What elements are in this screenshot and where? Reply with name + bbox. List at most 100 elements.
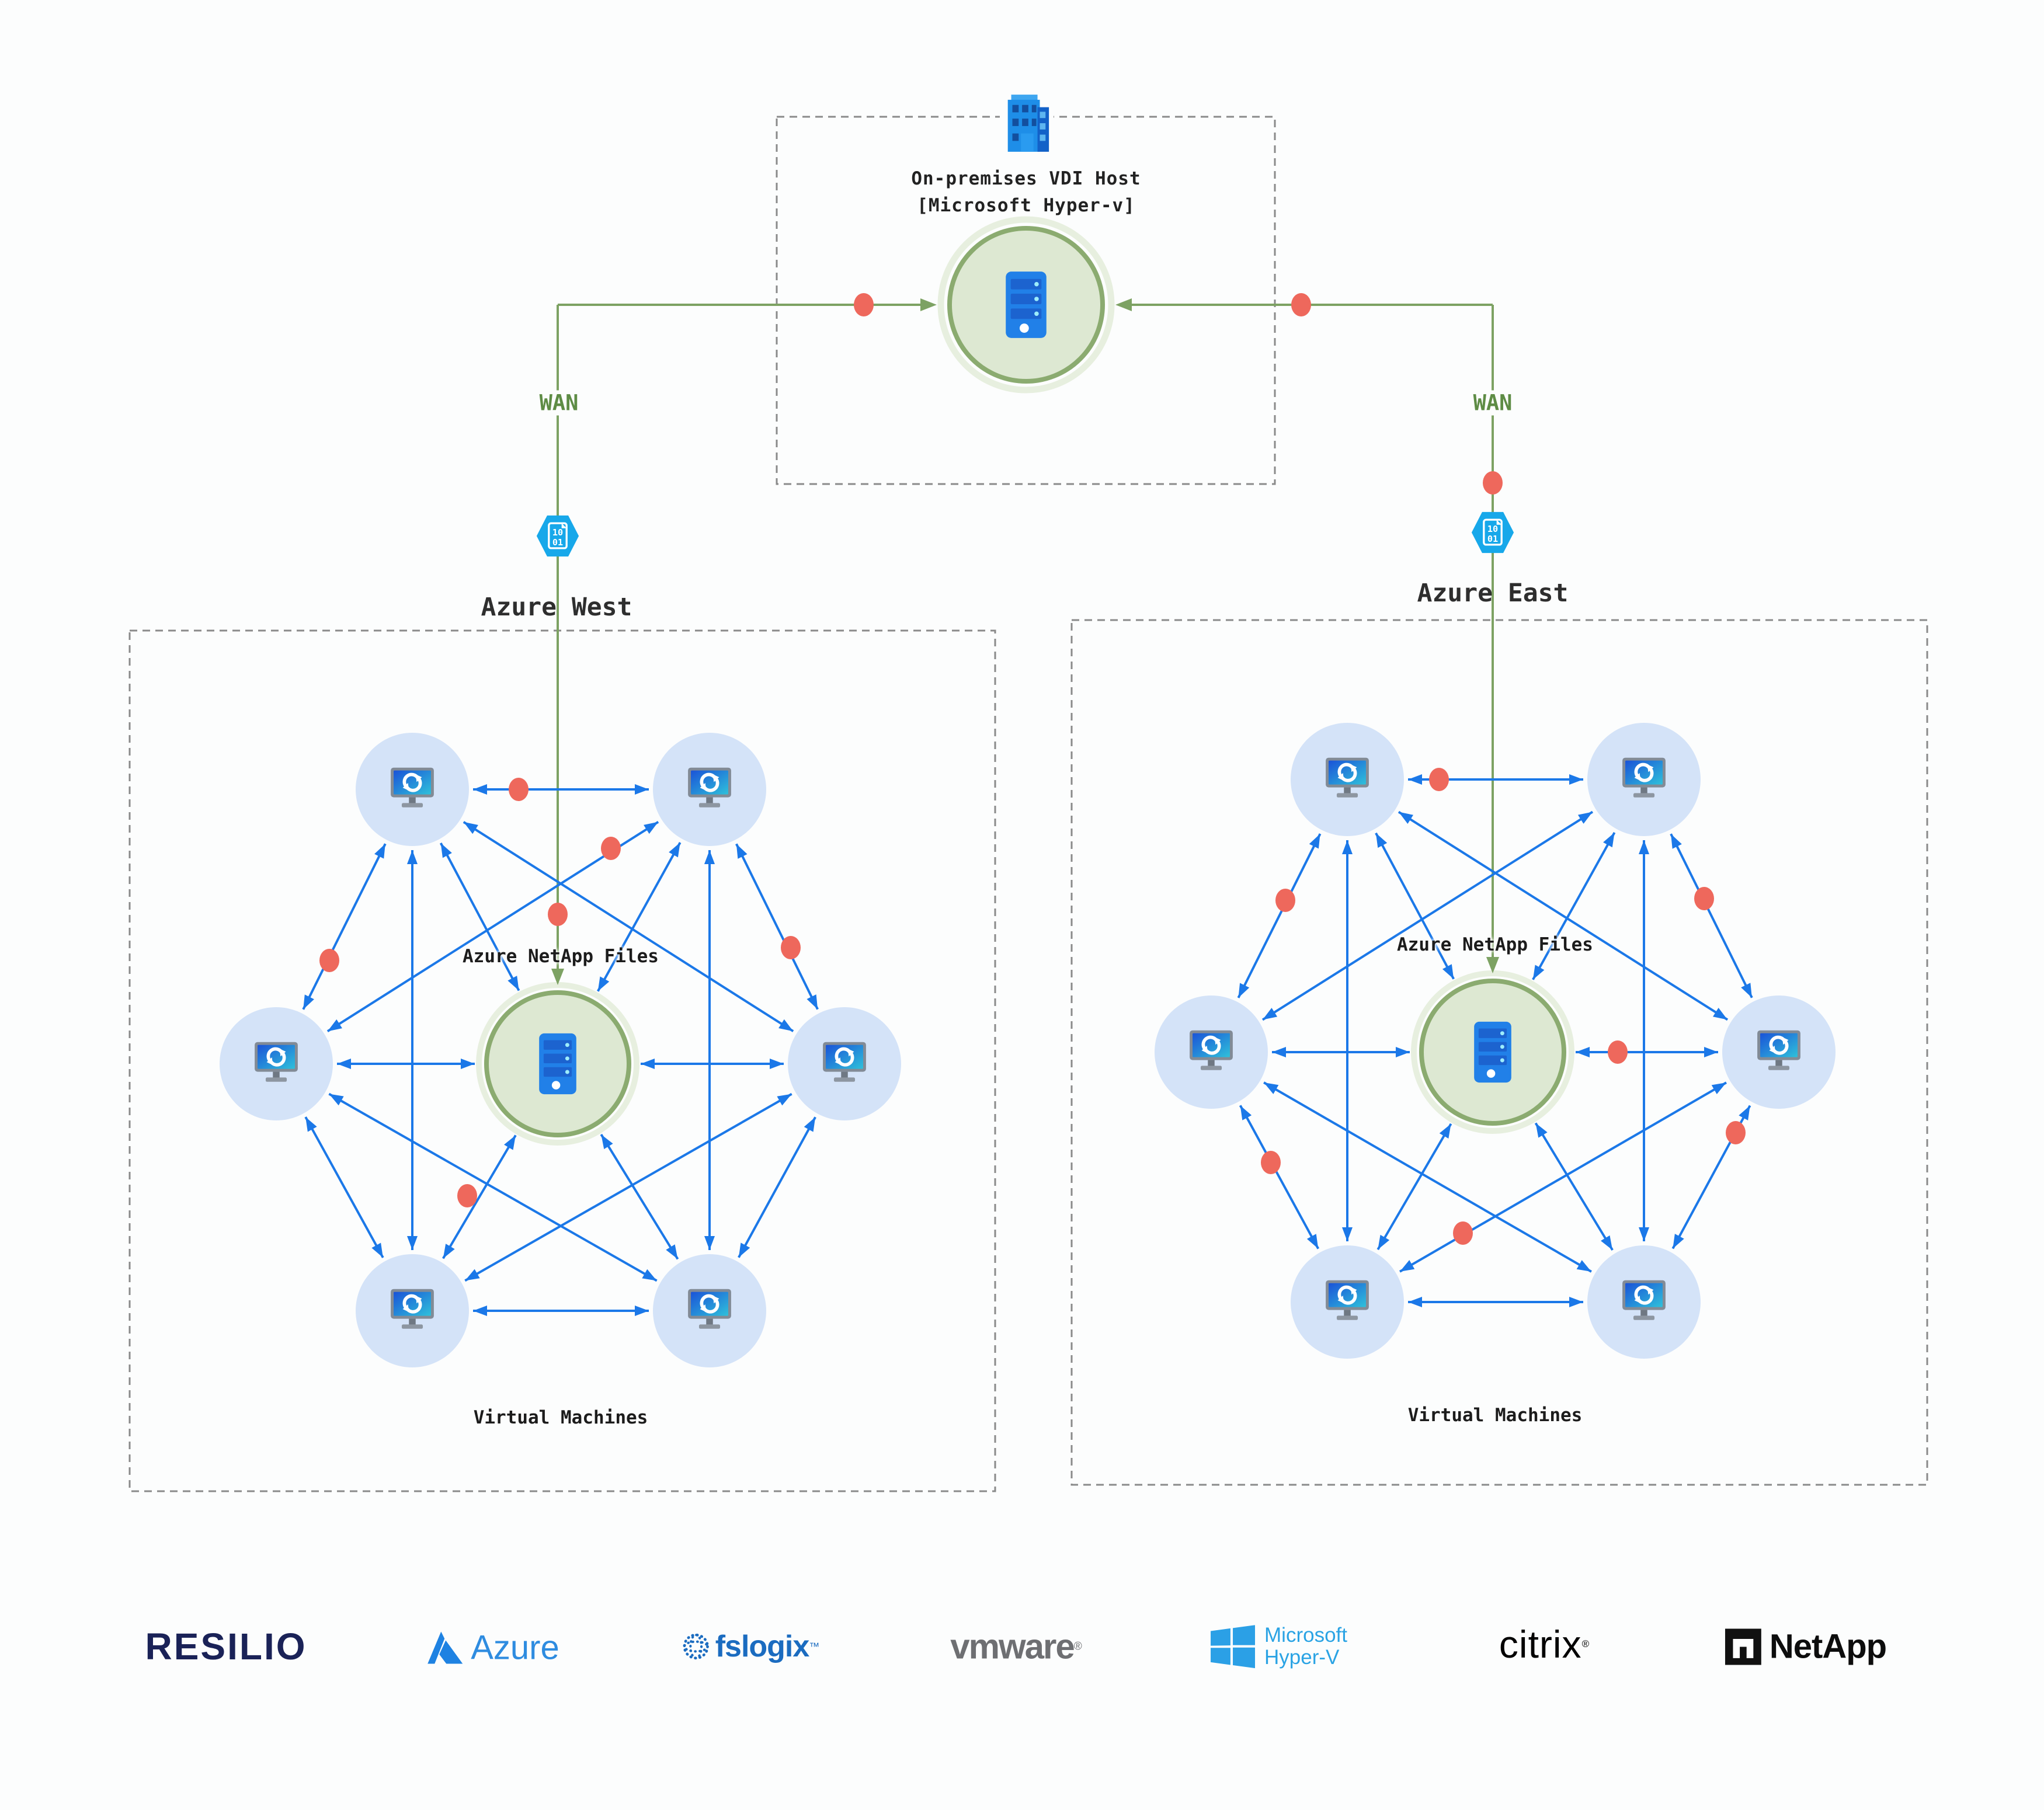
sync-packet-dot [319, 949, 339, 972]
azure-wordmark: Azure [471, 1628, 559, 1667]
mesh-arrowhead [1577, 812, 1593, 824]
wan-label-west: WAN [533, 390, 585, 416]
mesh-arrowhead [443, 1244, 455, 1259]
wan-arrowhead-into-east-anf [1486, 957, 1499, 973]
mesh-edge-east-TR-L [1261, 810, 1594, 1021]
mesh-edge-east-C-BR [1534, 1122, 1614, 1251]
netapp-wordmark: NetApp [1769, 1627, 1887, 1666]
mesh-arrowhead [1576, 1260, 1591, 1272]
mesh-arrowhead [1569, 1297, 1583, 1307]
binary-file-hexagon-icon-east [1471, 511, 1515, 554]
mesh-arrowhead [1704, 1047, 1718, 1057]
mesh-arrowhead [1342, 840, 1353, 854]
vm-label-west: Virtual Machines [473, 1407, 648, 1428]
wan-arrowhead-into-onprem-left [920, 298, 937, 311]
citrix-wordmark: citrix [1499, 1623, 1582, 1666]
mesh-arrowhead [1240, 1105, 1252, 1120]
region-label-azure-east: Azure East [1417, 579, 1569, 608]
mesh-edge-east-C-TL [1375, 832, 1455, 980]
anf-label-east: Azure NetApp Files [1397, 934, 1593, 955]
mesh-arrowhead [1264, 1082, 1279, 1094]
mesh-arrowhead [504, 1135, 516, 1150]
logo-azure: Azure [426, 1628, 559, 1668]
vmware-wordmark: vmware [950, 1627, 1075, 1666]
azure-triangle-icon [427, 1631, 463, 1663]
mesh-edge-east-C-BL [1376, 1123, 1452, 1251]
mesh-arrowhead [407, 1236, 418, 1250]
mesh-arrowhead [1306, 1234, 1319, 1249]
mesh-arrowhead [461, 1059, 475, 1069]
mesh-edge-west-BL-L [304, 1116, 384, 1258]
mesh-arrowhead [641, 1059, 655, 1069]
binary-file-hexagon-icon-west [536, 514, 580, 558]
mesh-arrowhead [1569, 774, 1583, 785]
mesh-arrowhead [704, 850, 715, 864]
mesh-arrowhead [1342, 1227, 1353, 1241]
mesh-edge-west-BR-L [328, 1092, 658, 1282]
mesh-arrowhead [666, 1244, 678, 1259]
mesh-arrowhead [1262, 1008, 1278, 1020]
mesh-arrowhead [1309, 834, 1320, 849]
wan-label-east: WAN [1467, 390, 1518, 416]
fslogix-globe-icon [683, 1633, 709, 1660]
mesh-arrowhead [1712, 1008, 1728, 1020]
mesh-arrowhead [1673, 1234, 1684, 1249]
mesh-edge-west-C-BL [442, 1134, 517, 1259]
mesh-arrowhead [440, 843, 452, 858]
citrix-registered: ® [1581, 1638, 1590, 1649]
onprem-title-line2: [Microsoft Hyper-v] [917, 195, 1135, 216]
mesh-arrowhead [1601, 1235, 1613, 1251]
sync-packet-dot [781, 936, 801, 959]
sync-packet-dot [854, 293, 874, 316]
mesh-arrowhead [465, 1269, 480, 1281]
mesh-arrowhead [1399, 1260, 1415, 1272]
mesh-edge-west-L-TL [302, 843, 387, 1010]
sync-packet-dot [601, 837, 621, 860]
azure-west-group-box [128, 629, 996, 1492]
windows-icon [1211, 1625, 1256, 1668]
sync-packet-dot [1694, 887, 1714, 910]
mesh-arrowhead [1398, 812, 1414, 824]
mesh-arrowhead [1439, 1123, 1451, 1139]
mesh-arrowhead [1711, 1082, 1727, 1094]
mesh-arrowhead [327, 1019, 342, 1032]
mesh-arrowhead [770, 1059, 784, 1069]
anf-server-icon-east [1474, 1021, 1511, 1083]
sync-packet-dot [1453, 1221, 1473, 1245]
mesh-arrowhead [1272, 1047, 1286, 1057]
mesh-edge-east-BL-R [1399, 1081, 1727, 1273]
onprem-title-line1: On-premises VDI Host [911, 168, 1141, 189]
mesh-arrowhead [1576, 1047, 1590, 1057]
azure-east-group-box [1070, 619, 1928, 1486]
mesh-arrowhead [305, 1117, 317, 1132]
mesh-edge-west-C-TR [596, 842, 682, 992]
mesh-edge-west-TL-R [463, 821, 794, 1032]
mesh-arrowhead [303, 994, 314, 1010]
logo-netapp: NetApp [1725, 1627, 1887, 1666]
mesh-arrowhead [738, 1242, 750, 1258]
mesh-arrowhead [1408, 774, 1422, 785]
wan-arrowhead-into-west-anf [551, 969, 564, 985]
mesh-edge-west-BL-R [464, 1092, 792, 1282]
logo-vmware: vmware® [950, 1627, 1082, 1667]
vm-label-east: Virtual Machines [1407, 1405, 1583, 1426]
logo-citrix: citrix® [1499, 1622, 1589, 1666]
mesh-arrowhead [642, 1269, 657, 1281]
mesh-arrowhead [507, 976, 519, 991]
mesh-arrowhead [1238, 983, 1250, 998]
mesh-edge-west-TR-R [735, 843, 819, 1010]
mesh-arrowhead [1532, 965, 1545, 980]
mesh-arrowhead [337, 1059, 351, 1069]
mesh-arrowhead [1639, 840, 1649, 854]
mesh-arrowhead [473, 1306, 487, 1316]
mesh-edge-east-C-TR [1532, 831, 1616, 980]
anf-server-icon-west [539, 1033, 576, 1095]
logo-resilio: RESILIO [145, 1625, 307, 1668]
sync-packet-dot [1275, 889, 1295, 912]
mesh-arrowhead [778, 1019, 794, 1032]
mesh-arrowhead [669, 843, 680, 858]
